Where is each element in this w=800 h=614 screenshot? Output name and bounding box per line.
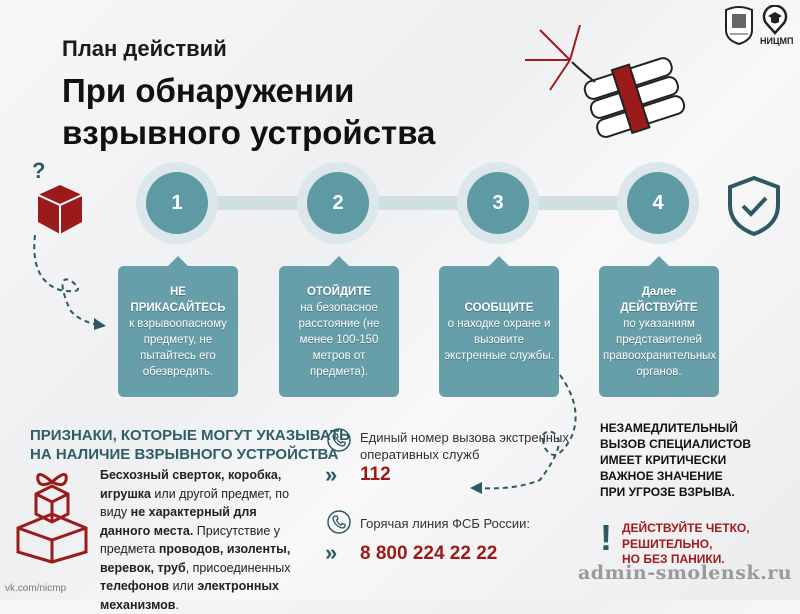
title-line: взрывного устройства: [62, 114, 436, 151]
step-3-marker: 3: [457, 162, 539, 244]
body-text: или другой предмет, по виду: [100, 486, 290, 520]
page-subtitle: План действий: [62, 36, 227, 61]
note-line: ДЕЙСТВУЙТЕ ЧЕТКО,: [622, 521, 750, 535]
logo-text: НИЦМП: [760, 36, 794, 46]
shield-check-icon: [728, 175, 780, 237]
step-action: ДЕЙСТВУЙТЕ: [620, 301, 698, 314]
signs-heading: ПРИЗНАКИ, КОТОРЫЕ МОГУТ УКАЗЫВАТЬ НА НАЛИ…: [30, 426, 350, 464]
step-number: 1: [146, 172, 208, 234]
step-number: 4: [627, 172, 689, 234]
graduation-cap-logo-icon: [762, 5, 788, 35]
warning-note: ДЕЙСТВУЙТЕ ЧЕТКО,РЕШИТЕЛЬНО,НО БЕЗ ПАНИК…: [622, 521, 750, 568]
step-action: НЕ ПРИКАСАЙТЕСЬ: [130, 285, 226, 314]
step-prefix: Далее: [641, 285, 677, 298]
note-line: ИМЕЕТ КРИТИЧЕСКИ: [600, 453, 727, 467]
emergency-number[interactable]: 112: [360, 464, 391, 485]
emphasis-text: проводов, изоленты, веревок, труб: [100, 542, 291, 575]
note-line: НЕЗАМЕДЛИТЕЛЬНЫЙ: [600, 421, 738, 435]
step-description: на безопасное расстояние (не менее 100-1…: [298, 301, 380, 378]
question-mark-icon: ?: [32, 158, 46, 183]
step-2-marker: 2: [297, 162, 379, 244]
step-1-marker: 1: [136, 162, 218, 244]
step-action: ОТОЙДИТЕ: [306, 285, 372, 298]
step-description: по указаниям представителей правоохранит…: [603, 317, 717, 378]
contact-label: Горячая линия ФСБ России:: [360, 516, 530, 531]
gift-boxes-icon: [16, 473, 88, 564]
step-action: СООБЩИТЕ: [464, 301, 534, 314]
body-text: или: [169, 579, 198, 593]
title-line: При обнаружении: [62, 72, 355, 109]
exclamation-icon: !: [600, 517, 612, 558]
emphasis-text: не характерный для данного места.: [100, 505, 257, 538]
note-line: РЕШИТЕЛЬНО,: [622, 536, 713, 551]
step-description: о находке охране и вызовите экстренные с…: [444, 317, 554, 362]
emphasis-text: Бесхозный сверток, коробка, игрушка: [100, 468, 282, 501]
heading-line: ПРИЗНАКИ, КОТОРЫЕ МОГУТ УКАЗЫВАТЬ: [30, 427, 350, 444]
shield-emblem-logo: [725, 6, 753, 46]
step-number: 2: [307, 172, 369, 234]
step-3-card: СООБЩИТЕ о находке охране и вызовите экст…: [439, 256, 559, 397]
steps-connector: [177, 196, 658, 210]
step-4-marker: 4: [617, 162, 699, 244]
note-line: ВАЖНОЕ ЗНАЧЕНИЕ: [600, 469, 723, 483]
double-chevron-icon: »: [325, 462, 338, 487]
double-chevron-icon: »: [325, 540, 338, 565]
phone-icon: [327, 428, 351, 452]
note-line: НО БЕЗ ПАНИКИ.: [622, 552, 725, 566]
vk-link[interactable]: vk.com/nicmp: [5, 583, 67, 594]
note-line: ПРИ УГРОЗЕ ВЗРЫВА.: [600, 485, 735, 499]
step-description: к взрывоопасному предмету, не пытайтесь …: [129, 317, 227, 378]
emphasis-text: телефонов: [100, 579, 170, 593]
note-line: ВЫЗОВ СПЕЦИАЛИСТОВ: [600, 437, 752, 451]
dashed-loop-arrow-icon: [470, 374, 577, 494]
contact-label: Единый номер вызова экстренных оперативн…: [360, 430, 569, 462]
fsb-hotline-number[interactable]: 8 800 224 22 22: [360, 543, 498, 564]
dynamite-icon: [525, 24, 686, 138]
watermark: admin-smolensk.ru: [578, 562, 793, 584]
critical-note: НЕЗАМЕДЛИТЕЛЬНЫЙ ВЫЗОВ СПЕЦИАЛИСТОВ ИМЕЕТ …: [600, 420, 751, 500]
body-text: Присутствие у предмета: [100, 523, 281, 557]
body-text: , присоединенных: [185, 560, 291, 575]
phone-icon: [327, 510, 351, 534]
step-2-card: ОТОЙДИТЕ на безопасное расстояние (не мен…: [279, 256, 399, 397]
step-1-card: НЕ ПРИКАСАЙТЕСЬ к взрывоопасному предмету…: [118, 256, 238, 397]
package-icon: [37, 185, 83, 234]
signs-description: Бесхозный сверток, коробка, игрушка или …: [100, 466, 300, 614]
dashed-arrow-icon: [33, 234, 106, 330]
page-title: При обнаружении взрывного устройства: [62, 70, 435, 154]
step-number: 3: [467, 172, 529, 234]
heading-line: НА НАЛИЧИЕ ВЗРЫВНОГО УСТРОЙСТВА: [30, 446, 339, 463]
